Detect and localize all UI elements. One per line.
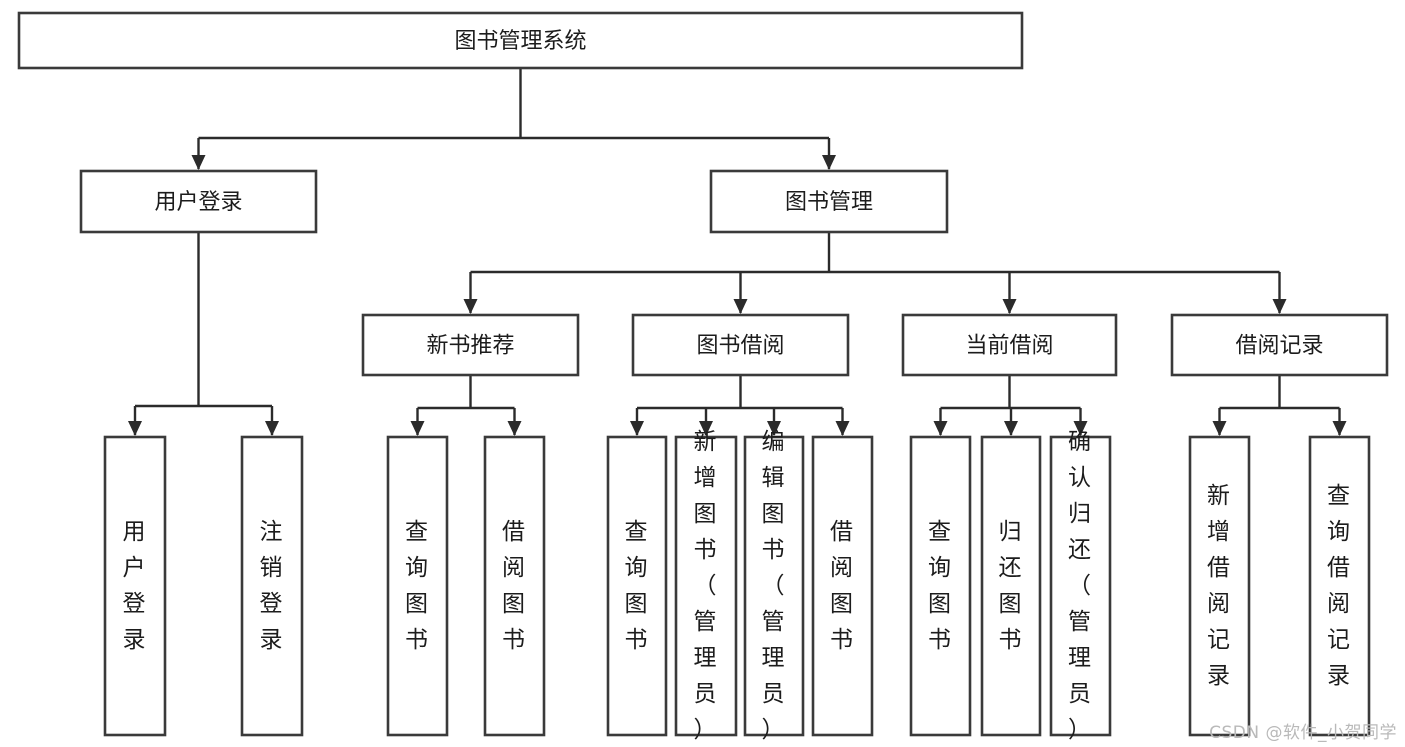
- node-box: [909, 435, 972, 737]
- edge-group-root: [191, 68, 836, 170]
- node-label: 用户登录: [154, 190, 242, 215]
- arrowhead-icon: [1332, 421, 1347, 436]
- node-bookmgmt[interactable]: 图书管理: [709, 169, 949, 234]
- node-label-vertical: 注销登录: [260, 519, 285, 653]
- node-box: [17, 11, 1024, 70]
- node-records[interactable]: 借阅记录: [1170, 313, 1389, 377]
- arrowhead-icon: [699, 421, 713, 436]
- node-box: [709, 169, 949, 234]
- node-label: 借阅记录: [1235, 334, 1323, 359]
- node-box: [1170, 313, 1389, 377]
- node-r_query[interactable]: 查询借阅记录: [1308, 435, 1371, 737]
- arrowhead-icon: [463, 299, 478, 314]
- node-box: [606, 435, 668, 737]
- node-l_login[interactable]: 用户登录: [103, 435, 167, 737]
- arrowhead-icon: [733, 299, 748, 314]
- node-label: 图书管理: [785, 190, 873, 215]
- node-label-vertical: 归还图书: [999, 519, 1024, 653]
- edge-group-current: [933, 375, 1088, 436]
- node-newbook[interactable]: 新书推荐: [361, 313, 580, 377]
- node-label: 新书推荐: [426, 334, 514, 359]
- node-label: 当前借阅: [965, 334, 1053, 359]
- node-label-vertical: 编辑图书（管理员）: [762, 429, 787, 743]
- arrowhead-icon: [1004, 421, 1018, 436]
- arrowhead-icon: [265, 421, 279, 436]
- arrowhead-icon: [191, 155, 206, 170]
- arrowhead-icon: [410, 421, 425, 436]
- arrowhead-icon: [767, 421, 781, 436]
- node-b_add[interactable]: 新增图书（管理员）: [674, 429, 738, 743]
- node-label-vertical: 新增图书（管理员）: [694, 429, 719, 743]
- arrowhead-icon: [1073, 421, 1088, 436]
- node-c_return[interactable]: 归还图书: [980, 435, 1042, 737]
- node-label-vertical: 确认归还（管理员）: [1068, 429, 1093, 743]
- node-box: [386, 435, 449, 737]
- arrowhead-icon: [835, 421, 850, 436]
- node-label-vertical: 借阅图书: [502, 519, 527, 653]
- node-box: [79, 169, 318, 234]
- node-box: [901, 313, 1118, 377]
- arrowhead-icon: [630, 421, 644, 436]
- node-box: [674, 435, 738, 737]
- node-box: [483, 435, 546, 737]
- arrowhead-icon: [128, 421, 142, 436]
- node-box: [1049, 435, 1112, 737]
- node-borrow[interactable]: 图书借阅: [631, 313, 850, 377]
- node-box: [980, 435, 1042, 737]
- node-n_borrow[interactable]: 借阅图书: [483, 435, 546, 737]
- node-b_lend[interactable]: 借阅图书: [811, 435, 874, 737]
- node-label-vertical: 借阅图书: [830, 519, 855, 653]
- node-box: [361, 313, 580, 377]
- node-box: [103, 435, 167, 737]
- node-r_add[interactable]: 新增借阅记录: [1188, 435, 1251, 737]
- node-box: [631, 313, 850, 377]
- node-c_query[interactable]: 查询图书: [909, 435, 972, 737]
- node-box: [1308, 435, 1371, 737]
- node-box: [1188, 435, 1251, 737]
- arrowhead-icon: [933, 421, 948, 436]
- arrowhead-icon: [507, 421, 522, 436]
- node-b_query[interactable]: 查询图书: [606, 435, 668, 737]
- arrowhead-icon: [822, 155, 836, 170]
- arrowhead-icon: [1212, 421, 1227, 436]
- arrowhead-icon: [1272, 299, 1287, 314]
- edge-group-bookmgmt: [463, 232, 1287, 314]
- node-box: [743, 435, 805, 737]
- node-label-vertical: 查询图书: [928, 519, 953, 653]
- arrowhead-icon: [1002, 299, 1017, 314]
- edge-group-newbook: [410, 375, 522, 436]
- node-n_query[interactable]: 查询图书: [386, 435, 449, 737]
- node-current[interactable]: 当前借阅: [901, 313, 1118, 377]
- node-label-vertical: 查询图书: [405, 519, 430, 653]
- node-l_logout[interactable]: 注销登录: [240, 435, 304, 737]
- node-c_confirm[interactable]: 确认归还（管理员）: [1049, 429, 1112, 743]
- nodes-layer: 图书管理系统用户登录图书管理新书推荐图书借阅当前借阅借阅记录用户登录注销登录查询…: [17, 11, 1389, 743]
- node-label-vertical: 查询图书: [625, 519, 650, 653]
- edge-group-borrow: [630, 375, 850, 436]
- node-box: [240, 435, 304, 737]
- node-login[interactable]: 用户登录: [79, 169, 318, 234]
- edge-group-login: [128, 232, 279, 436]
- node-label-vertical: 查询借阅记录: [1327, 483, 1352, 689]
- node-box: [811, 435, 874, 737]
- node-b_edit[interactable]: 编辑图书（管理员）: [743, 429, 805, 743]
- node-label-vertical: 新增借阅记录: [1207, 483, 1232, 689]
- edge-group-records: [1212, 375, 1347, 436]
- node-root[interactable]: 图书管理系统: [17, 11, 1024, 70]
- node-label: 图书管理系统: [454, 29, 586, 54]
- node-label-vertical: 用户登录: [123, 519, 148, 653]
- edges-layer: [128, 68, 1347, 436]
- node-label: 图书借阅: [696, 334, 784, 359]
